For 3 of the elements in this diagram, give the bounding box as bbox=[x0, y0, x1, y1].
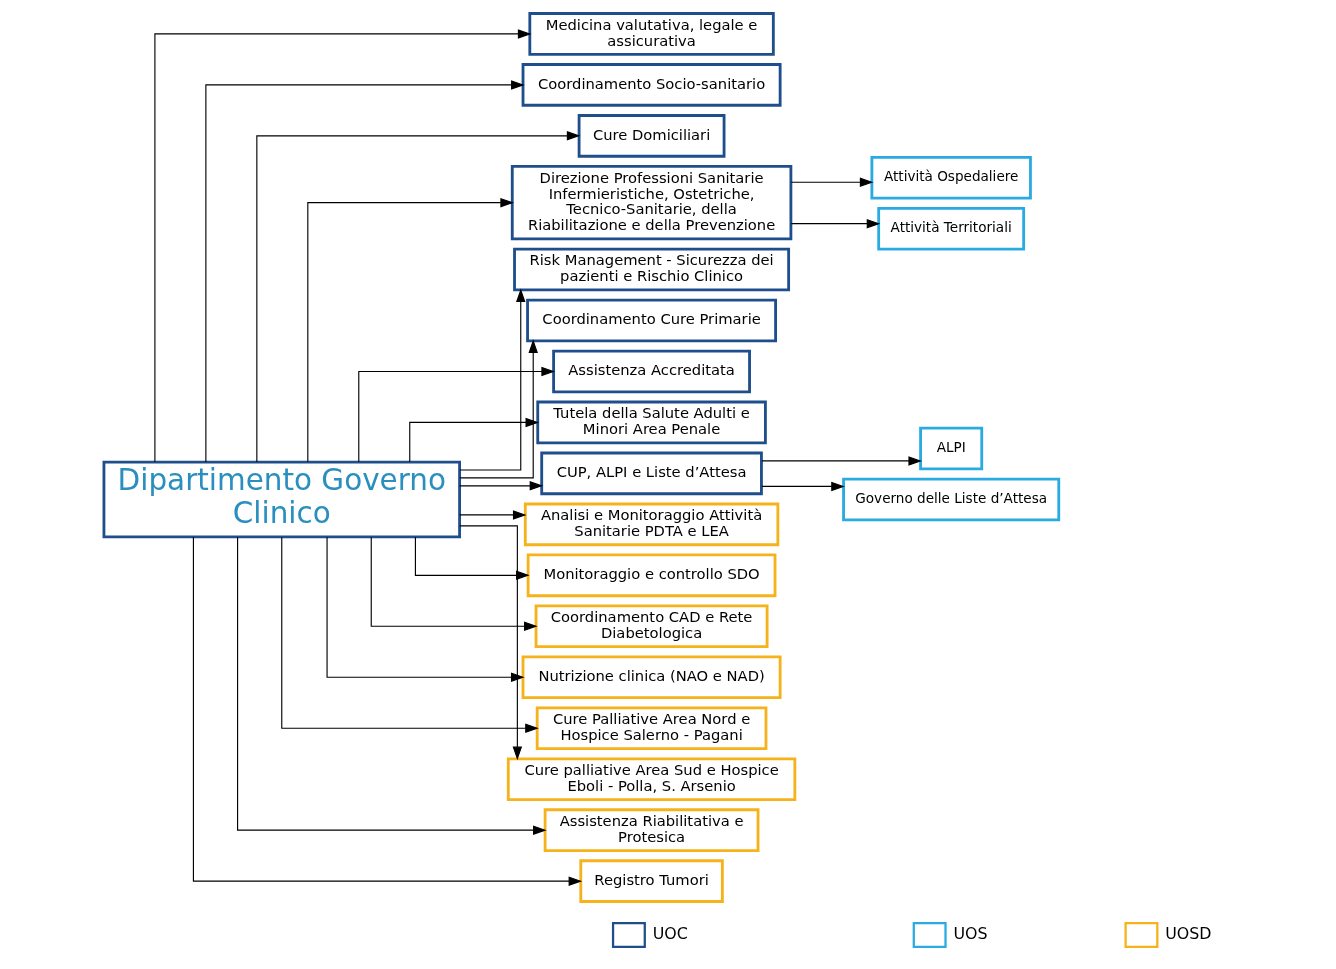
legend-label: UOS bbox=[953, 923, 988, 943]
legend-label: UOC bbox=[652, 923, 688, 943]
legend-label: UOSD bbox=[1165, 923, 1212, 943]
